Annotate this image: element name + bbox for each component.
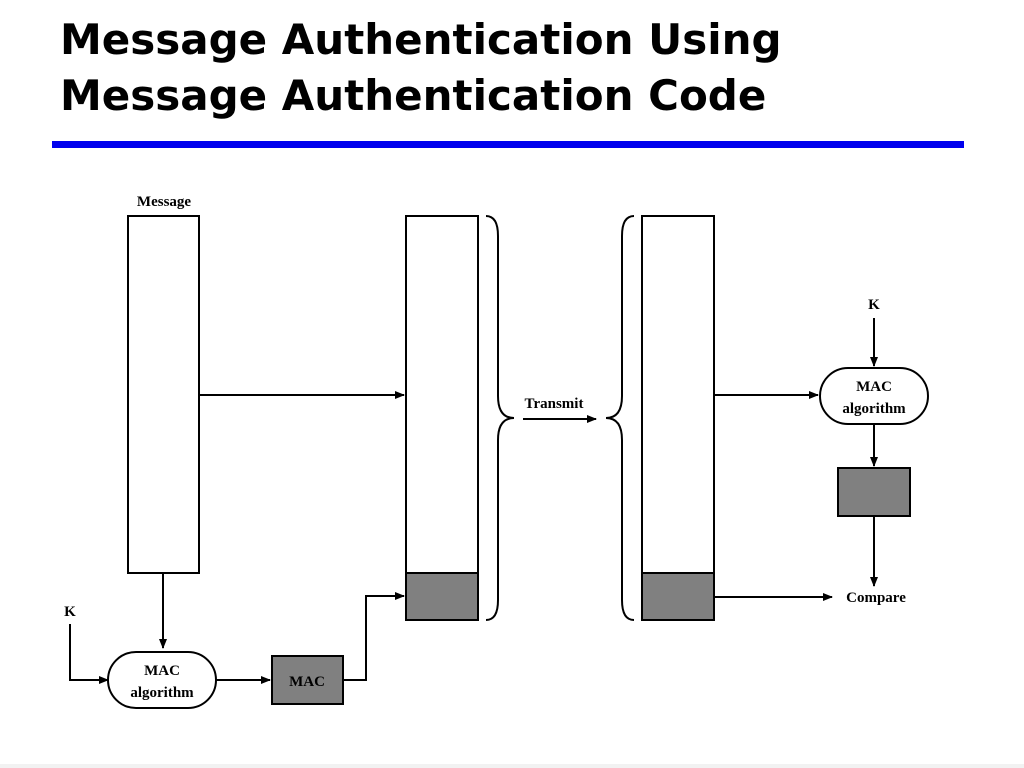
sender-key-arrow: [69, 624, 109, 684]
transmitted-message-block: [405, 215, 479, 621]
receiver-key-label: K: [868, 297, 880, 313]
sender-mac-box-label: MAC: [289, 674, 325, 690]
transmitted-mac-segment: [405, 572, 479, 621]
received-message-block: [641, 215, 715, 621]
receiver-brace: [605, 215, 635, 621]
receiver-mac-algorithm-line-2: algorithm: [842, 401, 906, 417]
computed-mac-box: [837, 467, 911, 517]
slide-title-line-1: Message Authentication Using: [60, 15, 782, 64]
message-block: [127, 215, 200, 574]
transmit-label: Transmit: [525, 396, 584, 412]
received-mac-segment: [641, 572, 715, 621]
sender-brace: [485, 215, 515, 621]
sender-key-label: K: [64, 604, 76, 620]
title-underline: [52, 141, 964, 148]
slide-title-line-2: Message Authentication Code: [60, 71, 767, 120]
message-label: Message: [137, 194, 191, 210]
sender-mac-algorithm-line-1: MAC: [144, 663, 180, 679]
sender-mac-algorithm-line-2: algorithm: [130, 685, 194, 701]
receiver-mac-algorithm-line-1: MAC: [856, 379, 892, 395]
slide-title: Message Authentication Using Message Aut…: [60, 12, 980, 124]
mac-to-transmitted-arrow: [343, 592, 405, 681]
sender-mac-box: [271, 655, 344, 705]
compare-label: Compare: [846, 590, 906, 606]
footer-strip: [0, 764, 1024, 768]
